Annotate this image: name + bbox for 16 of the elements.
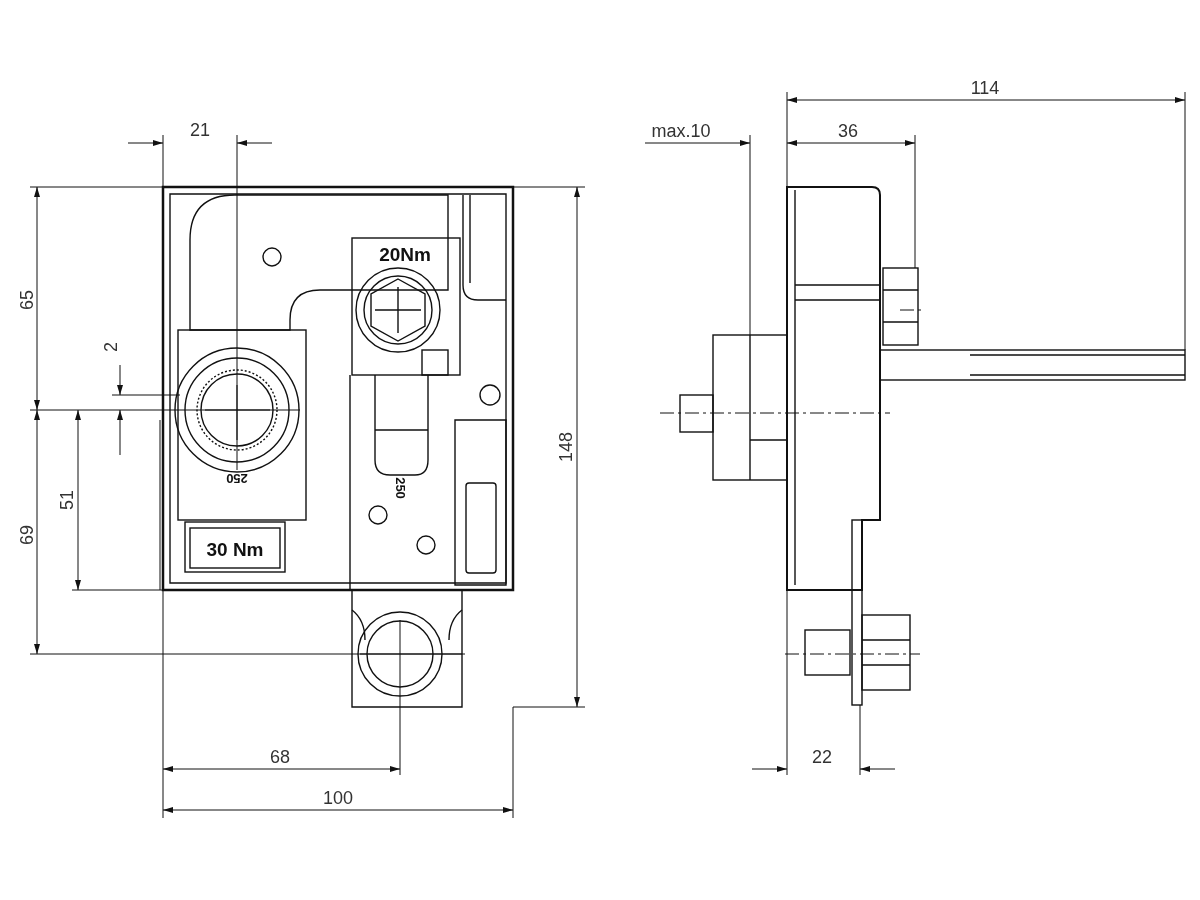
torque-marking: 20Nm bbox=[379, 244, 431, 264]
dimension-label: 22 bbox=[812, 748, 832, 766]
torque-marking: 30 Nm bbox=[206, 539, 264, 559]
dimension-label: 2 bbox=[102, 342, 120, 352]
marking-text: 250 bbox=[226, 471, 248, 485]
marking-text: 250 bbox=[393, 477, 407, 499]
dimension-label: 148 bbox=[557, 432, 575, 462]
dimension-label: 68 bbox=[270, 748, 290, 766]
dimension-label: 69 bbox=[18, 525, 36, 545]
dimension-label: max.10 bbox=[651, 122, 711, 140]
dimension-label: 51 bbox=[58, 490, 76, 510]
dimension-label: 114 bbox=[970, 79, 1000, 97]
dimension-label: 65 bbox=[18, 290, 36, 310]
dimension-label: 36 bbox=[838, 122, 858, 140]
dimension-label: 100 bbox=[323, 789, 353, 807]
dimension-label: 21 bbox=[190, 121, 210, 139]
